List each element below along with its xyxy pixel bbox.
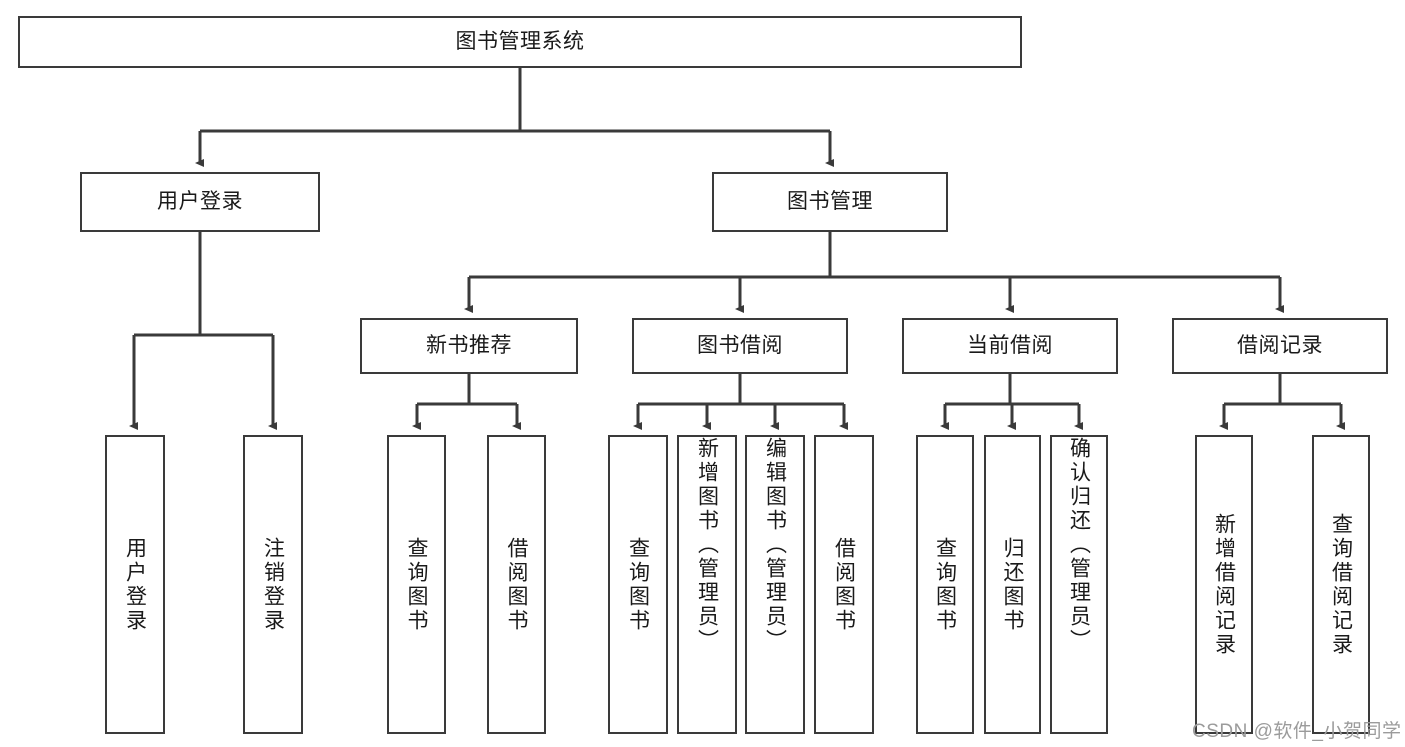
node-user-login[interactable]: 用户登录: [80, 172, 320, 232]
node-leaf-edit-book-admin-label: 编辑图书（管理员）: [763, 437, 787, 653]
csdn-watermark: CSDN @软件_小贺同学: [1192, 721, 1402, 742]
node-root-label: 图书管理系统: [455, 29, 585, 53]
node-leaf-query-borrow-record-label: 查询借阅记录: [1329, 512, 1353, 657]
node-borrowing-records[interactable]: 借阅记录: [1172, 318, 1388, 374]
node-new-book-recommendation[interactable]: 新书推荐: [360, 318, 578, 374]
node-leaf-return-book[interactable]: 归还图书: [984, 435, 1041, 734]
node-leaf-add-borrow-record-label: 新增借阅记录: [1212, 512, 1236, 657]
node-leaf-query-book-2[interactable]: 查询图书: [608, 435, 668, 734]
node-book-management-label: 图书管理: [787, 189, 873, 213]
node-leaf-borrow-book-1-label: 借阅图书: [505, 536, 528, 633]
node-borrowing-records-label: 借阅记录: [1237, 333, 1323, 357]
node-leaf-add-book-admin[interactable]: 新增图书（管理员）: [677, 435, 737, 734]
node-leaf-confirm-return-admin[interactable]: 确认归还（管理员）: [1050, 435, 1108, 734]
node-leaf-borrow-book-2-label: 借阅图书: [832, 536, 856, 633]
node-leaf-add-borrow-record[interactable]: 新增借阅记录: [1195, 435, 1253, 734]
node-leaf-query-book-3[interactable]: 查询图书: [916, 435, 974, 734]
node-leaf-query-book-3-label: 查询图书: [933, 536, 957, 633]
node-leaf-query-book-1[interactable]: 查询图书: [387, 435, 446, 734]
node-new-book-recommendation-label: 新书推荐: [426, 333, 512, 357]
node-current-borrowing-label: 当前借阅: [967, 333, 1053, 357]
node-book-borrowing[interactable]: 图书借阅: [632, 318, 848, 374]
node-book-management[interactable]: 图书管理: [712, 172, 948, 232]
node-leaf-user-login[interactable]: 用户登录: [105, 435, 165, 734]
node-leaf-confirm-return-admin-label: 确认归还（管理员）: [1067, 437, 1091, 653]
node-leaf-borrow-book-1[interactable]: 借阅图书: [487, 435, 546, 734]
node-book-borrowing-label: 图书借阅: [697, 333, 783, 357]
node-leaf-edit-book-admin[interactable]: 编辑图书（管理员）: [745, 435, 805, 734]
node-user-login-label: 用户登录: [157, 189, 243, 213]
node-current-borrowing[interactable]: 当前借阅: [902, 318, 1118, 374]
node-leaf-borrow-book-2[interactable]: 借阅图书: [814, 435, 874, 734]
node-leaf-logout-label: 注销登录: [261, 536, 285, 633]
node-leaf-query-borrow-record[interactable]: 查询借阅记录: [1312, 435, 1370, 734]
node-leaf-logout[interactable]: 注销登录: [243, 435, 303, 734]
node-leaf-add-book-admin-label: 新增图书（管理员）: [695, 437, 719, 653]
node-leaf-return-book-label: 归还图书: [1001, 536, 1024, 633]
node-leaf-query-book-2-label: 查询图书: [626, 536, 650, 633]
node-leaf-user-login-label: 用户登录: [123, 536, 147, 633]
node-root[interactable]: 图书管理系统: [18, 16, 1022, 68]
node-leaf-query-book-1-label: 查询图书: [405, 536, 428, 633]
